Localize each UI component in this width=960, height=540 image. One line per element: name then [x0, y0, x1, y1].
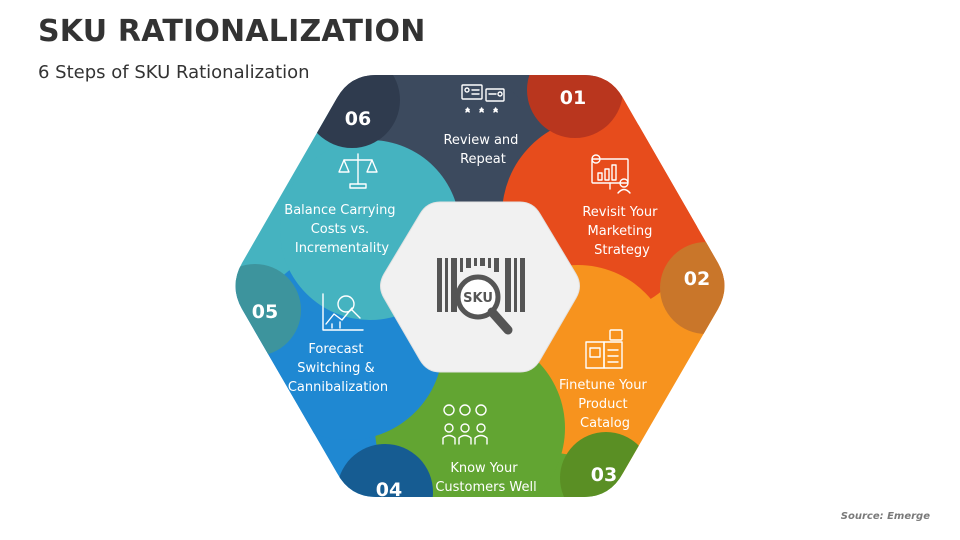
step-05-label: Forecast Switching & Cannibalization [288, 342, 388, 395]
tab-03 [560, 432, 652, 497]
step-01-label-line: Repeat [460, 152, 506, 167]
source-note: Source: Emerge [840, 511, 930, 522]
step-06-label-line: Balance Carrying [284, 203, 395, 218]
step-03-number: 03 [591, 464, 617, 486]
presentation-board-icon [591, 154, 631, 194]
step-01-label: Review and Repeat [443, 133, 522, 167]
page-subtitle: 6 Steps of SKU Rationalization [38, 62, 310, 83]
reviews-icon [461, 84, 505, 113]
step-05-label-line: Switching & [297, 361, 374, 376]
balance-scale-icon [338, 153, 378, 189]
tab-02 [660, 242, 725, 334]
step-02-number: 02 [684, 268, 710, 290]
step-05-number: 05 [252, 301, 278, 323]
step-03-label-line: Finetune Your [559, 378, 647, 393]
tab-06 [304, 75, 400, 148]
step-05-label-line: Cannibalization [288, 380, 388, 395]
step-04-label-line: Know Your [450, 461, 518, 476]
step-06-label: Balance Carrying Costs vs. Incrementalit… [284, 203, 399, 256]
step-04-number: 04 [376, 479, 402, 501]
customers-icon [442, 404, 488, 445]
step-06-number: 06 [345, 108, 371, 130]
step-03-label-line: Catalog [580, 416, 630, 431]
step-05-label-line: Forecast [308, 342, 363, 357]
tab-04 [337, 444, 433, 497]
page-title: SKU RATIONALIZATION [38, 14, 426, 49]
tab-01 [527, 75, 623, 138]
tab-05 [235, 264, 301, 356]
step-06-label-line: Incrementality [295, 241, 390, 256]
step-02-label-line: Revisit Your [582, 205, 658, 220]
sku-barcode-magnifier-icon: SKU [437, 258, 525, 335]
step-01-number: 01 [560, 87, 586, 109]
step-03-label: Finetune Your Product Catalog [559, 378, 651, 431]
step-03-label-line: Product [578, 397, 627, 412]
step-02-label-line: Strategy [594, 243, 650, 258]
step-01-label-line: Review and [443, 133, 518, 148]
step-04-label-line: Customers Well [435, 480, 536, 495]
step-02-label-line: Marketing [588, 224, 653, 239]
step-06-label-line: Costs vs. [311, 222, 369, 237]
sku-badge-text: SKU [463, 291, 493, 306]
product-catalog-icon [585, 329, 623, 369]
step-04-label: Know Your Customers Well [435, 461, 536, 495]
step-02-label: Revisit Your Marketing Strategy [582, 205, 661, 258]
forecast-chart-icon [322, 293, 364, 331]
